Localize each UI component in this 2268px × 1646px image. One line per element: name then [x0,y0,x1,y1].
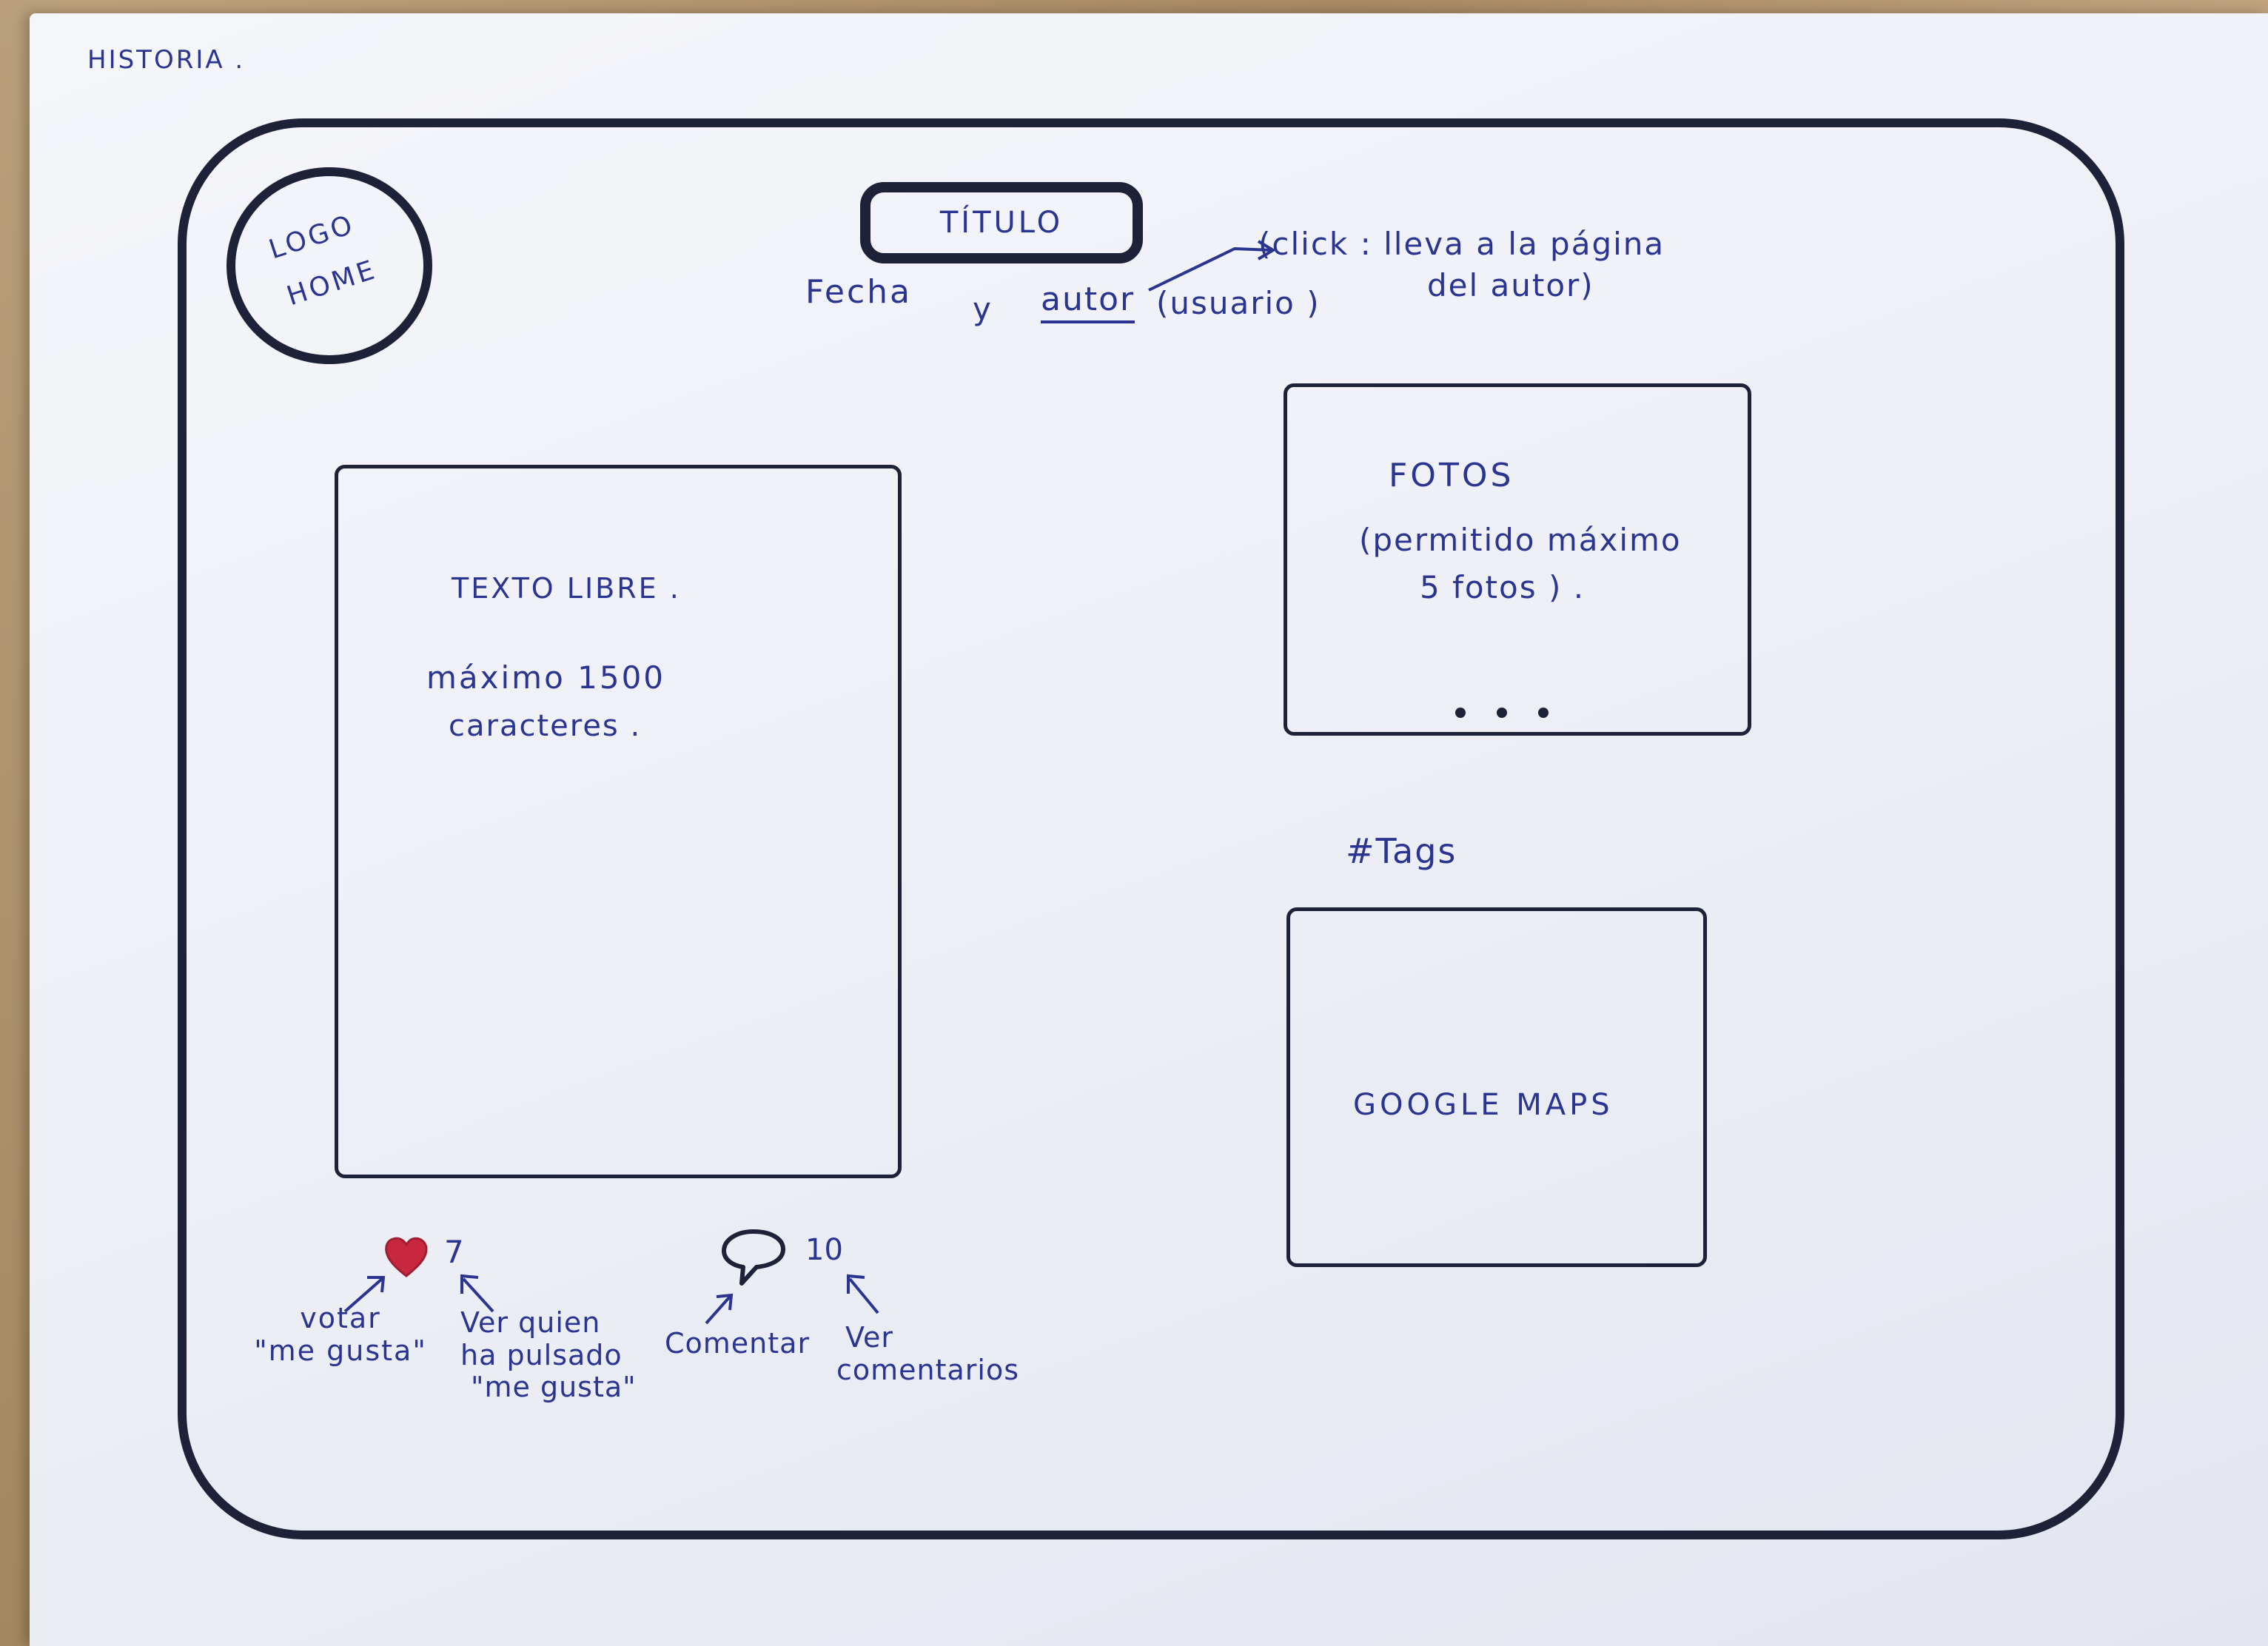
see-likers-note-line3: "me gusta" [471,1371,637,1404]
byline-date: Fecha [805,273,913,311]
vote-like-note-line2: "me gusta" [254,1334,427,1367]
comment-icon[interactable] [719,1227,788,1288]
photos-limit: (permitido máximo [1359,522,1682,558]
see-comments-note: Ver comentarios [836,1321,1020,1386]
logo-label: LOGO [265,209,359,266]
see-likers-note-line1: Ver quien [460,1306,601,1339]
dot [1538,708,1549,718]
vote-like-note: votar "me gusta" [244,1302,437,1367]
author-note-arrow [1148,240,1276,292]
dot [1455,708,1466,718]
free-text-heading: TEXTO LIBRE . [452,572,681,605]
google-maps-label: GOOGLE MAPS [1353,1088,1614,1122]
see-comments-note-line1: Ver [845,1321,894,1354]
logo-home-button[interactable]: LOGO HOME [227,167,432,364]
photos-limit-line2: 5 fotos ) . [1420,569,1586,605]
byline-username: (usuario ) [1156,285,1321,321]
heart-icon[interactable] [383,1234,429,1277]
author-link[interactable]: autor [1041,281,1135,323]
google-maps-embed[interactable] [1286,907,1707,1267]
comment-note: Comentar [665,1327,811,1360]
free-text-limit: máximo 1500 [426,659,666,696]
vote-arrow [343,1276,386,1313]
page-label: HISTORIA . [87,45,246,75]
tags-label[interactable]: #Tags [1346,831,1457,871]
free-text-area[interactable] [335,465,902,1178]
photos-more-dots[interactable] [1455,708,1549,718]
story-title: TÍTULO [860,182,1143,263]
see-comments-note-line2: comentarios [836,1353,1020,1386]
see-comments-arrow [847,1274,879,1314]
free-text-limit-line2: caracteres . [449,709,642,743]
byline-and: y [973,291,991,327]
photos-heading: FOTOS [1389,457,1514,494]
story-title-text: TÍTULO [939,206,1064,240]
vote-like-note-line1: votar [300,1302,381,1334]
author-note: (click : lleva a la página [1258,226,1665,262]
comments-count[interactable]: 10 [805,1233,843,1267]
likes-count[interactable]: 7 [444,1234,464,1270]
page-frame [178,118,2124,1539]
see-likers-arrow [460,1274,494,1313]
comment-arrow [705,1293,734,1325]
see-likers-note-line2: ha pulsado [460,1338,623,1371]
see-likers-note: Ver quien ha pulsado "me gusta" [460,1306,637,1404]
photos-gallery[interactable] [1284,383,1751,736]
home-label: HOME [283,254,381,312]
dot [1497,708,1507,718]
author-note-line2: del autor) [1427,267,1594,303]
